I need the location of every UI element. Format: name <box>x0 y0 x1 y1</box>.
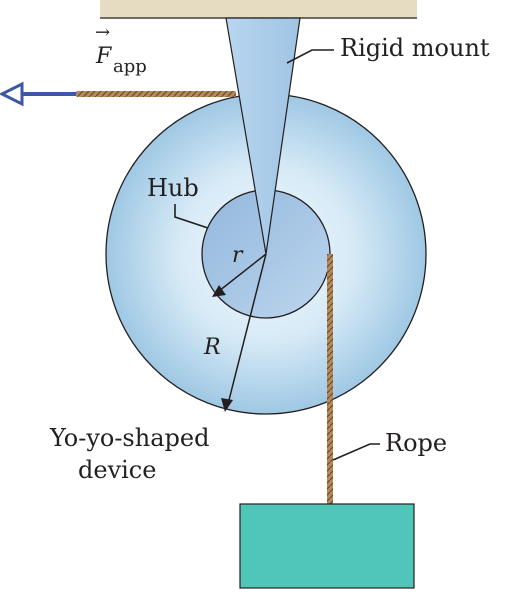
radius-R-arrowhead <box>221 398 233 412</box>
applied-rope <box>76 91 236 97</box>
force-label: F <box>95 44 112 69</box>
yoyo-label-line1: Yo-yo-shaped <box>49 424 209 452</box>
radius-r-arrowhead <box>212 285 226 297</box>
R-label: R <box>203 335 221 360</box>
force-label-subscript: app <box>113 56 147 77</box>
hub-label: Hub <box>147 174 199 202</box>
hanging-rope <box>327 254 333 504</box>
force-label-vector-bar: → <box>95 22 110 43</box>
rope-leader <box>332 443 380 461</box>
rigid-mount-label: Rigid mount <box>340 34 490 62</box>
hub-leader <box>174 204 209 229</box>
ceiling <box>100 0 417 18</box>
yoyo-label-line2: device <box>78 456 156 484</box>
rigid-mount <box>225 17 301 255</box>
radius-R-line <box>227 253 267 405</box>
rigid-mount-leader <box>286 49 334 64</box>
hanging-block <box>239 503 415 589</box>
arrow-left-icon <box>0 81 24 107</box>
rope-label: Rope <box>385 429 447 457</box>
r-label: r <box>232 243 244 268</box>
radius-r-line <box>218 253 267 292</box>
